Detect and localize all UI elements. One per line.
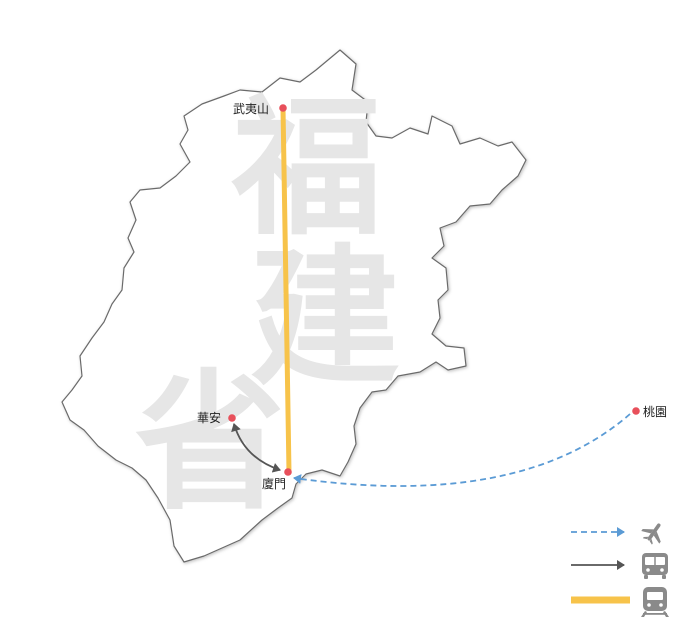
watermark-char-fu: 福 [231, 82, 382, 256]
legend-bus [571, 553, 668, 579]
watermark-char-sheng: 省 [135, 357, 285, 531]
fujian-outline [61, 49, 527, 563]
city-dot-taoyuan [632, 407, 640, 415]
legend-train [571, 587, 669, 617]
city-label-xiamen: 廈門 [262, 476, 286, 491]
flight-route-taoyuan-xiamen [293, 413, 631, 487]
city-dot-xiamen [284, 468, 292, 476]
city-label-huaan: 華安 [197, 410, 221, 425]
watermark-char-jian: 建 [250, 232, 400, 406]
train-route-wuyishan-xiamen [280, 105, 292, 475]
city-dot-wuyishan [279, 104, 287, 112]
city-label-taoyuan: 桃園 [643, 404, 667, 419]
legend [571, 523, 669, 617]
bus-icon [642, 553, 668, 579]
bus-route-huaan-xiamen [231, 423, 281, 473]
train-icon [641, 587, 669, 617]
airplane-icon [641, 523, 661, 545]
legend-flight [571, 523, 661, 545]
city-label-wuyishan: 武夷山 [233, 101, 269, 116]
city-dot-huaan [228, 414, 236, 422]
